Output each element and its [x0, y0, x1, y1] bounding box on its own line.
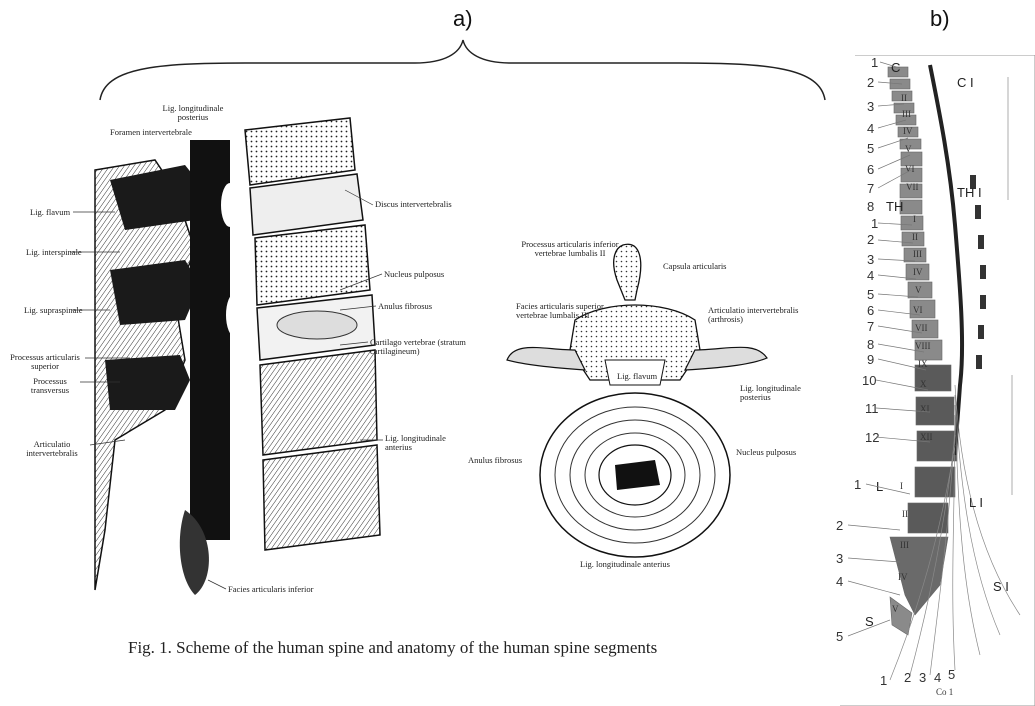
label-lig-longitudinale-anterius-axial: Lig. longitudinale anterius [580, 560, 670, 569]
label-lig-longitudinale-posterius-axial: Lig. longitudinale posterius [740, 384, 820, 401]
lateral-leader-lines [0, 0, 500, 600]
bottom-number: 5 [948, 668, 955, 681]
label-processus-articularis-inferior: Processus articularis inferior vertebrae… [520, 240, 620, 257]
label-facies-articularis-superior: Facies articularis superior vertebrae lu… [516, 302, 616, 319]
label-articulatio-intervertebralis-axial: Articulatio intervertebralis (arthrosis) [708, 306, 808, 323]
bottom-number: 4 [934, 671, 941, 684]
inner-label-l1: L I [969, 496, 983, 509]
label-nucleus-pulposus-axial: Nucleus pulposus [736, 448, 796, 457]
inner-label-th1: TH I [957, 186, 982, 199]
inner-label-s1: S I [993, 580, 1009, 593]
label-lig-flavum-axial: Lig. flavum [617, 372, 657, 381]
label-capsula-articularis: Capsula articularis [663, 262, 727, 271]
label-anulus-fibrosus-axial: Anulus fibrosus [468, 456, 522, 465]
panel-b-label: b) [930, 6, 950, 32]
axial-vertebra-illustration [505, 240, 805, 580]
bottom-number: 3 [919, 671, 926, 684]
figure-caption: Fig. 1. Scheme of the human spine and an… [128, 638, 657, 658]
bottom-number: 1 [880, 674, 887, 687]
bottom-number: 2 [904, 671, 911, 684]
coccyx-label: Co 1 [936, 688, 953, 697]
inner-label-c1: C I [957, 76, 974, 89]
spine-leader-lines [830, 50, 950, 650]
